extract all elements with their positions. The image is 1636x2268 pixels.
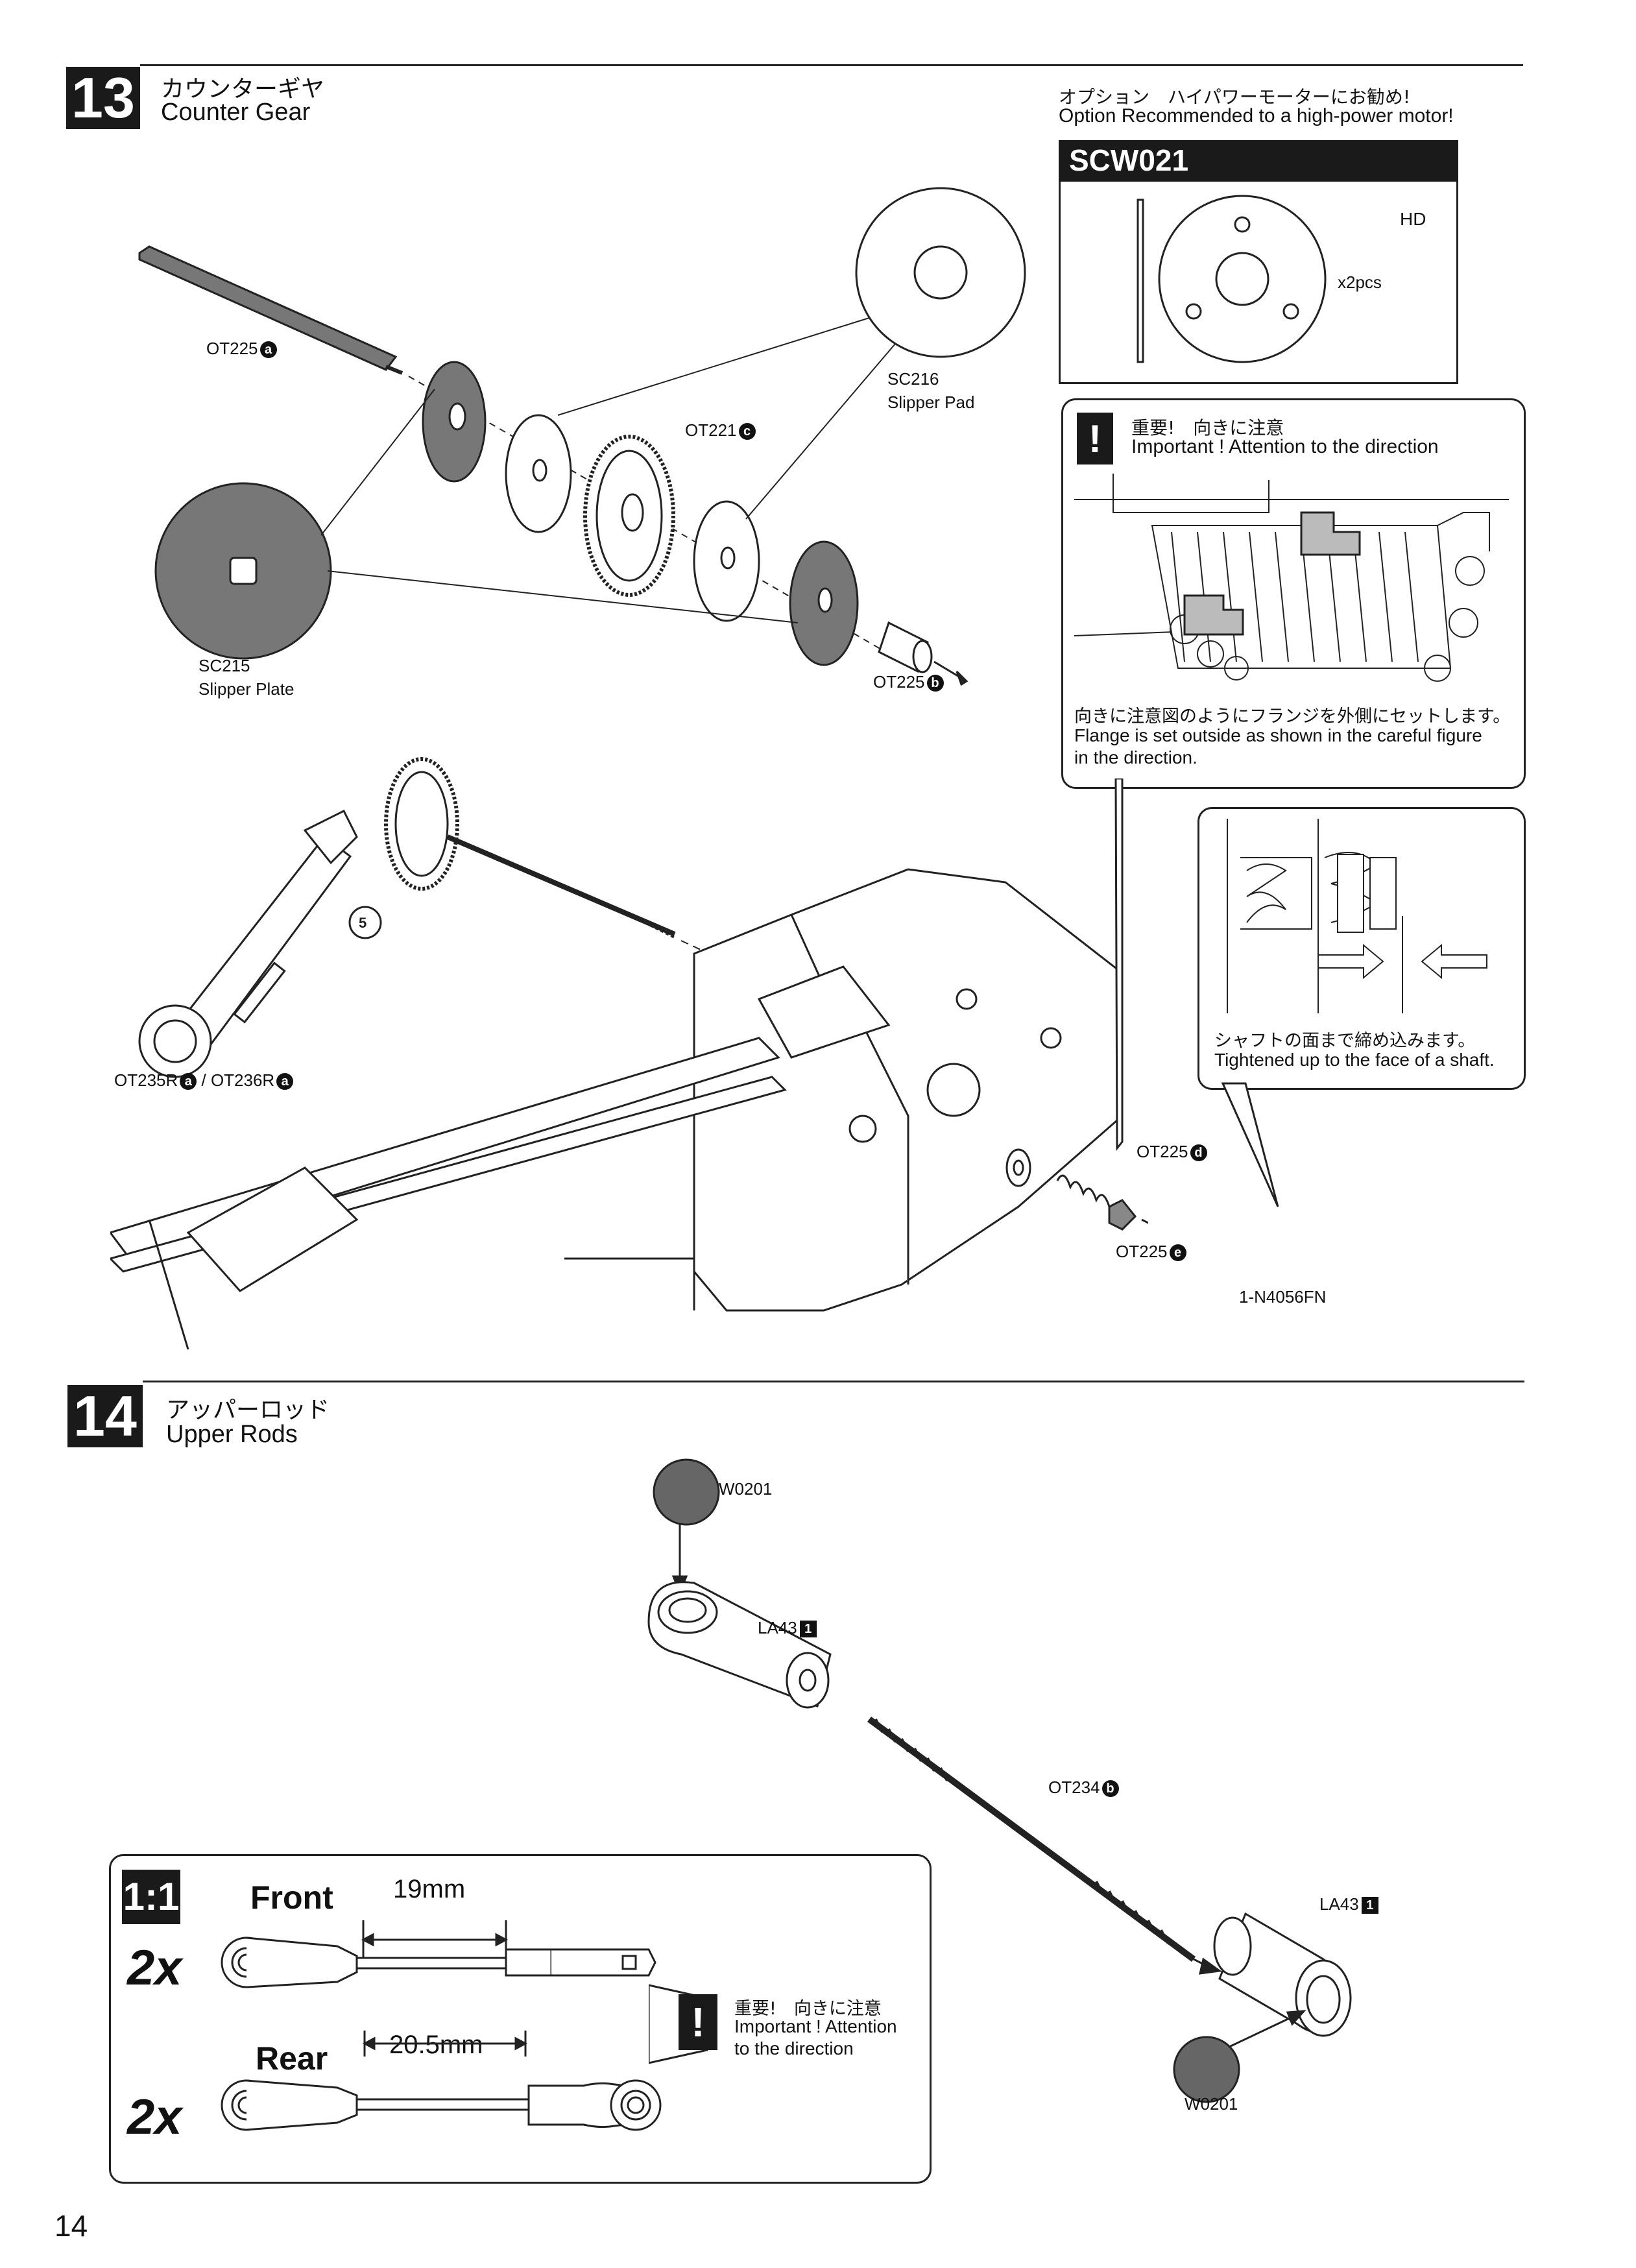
step-14-number: 14	[67, 1384, 143, 1448]
warning-note-jp: 向きに注意図のようにフランジを外側にセットします。	[1074, 706, 1511, 727]
rod-scale-drawings	[221, 1920, 662, 2131]
front-length: 19mm	[393, 1875, 466, 1903]
part-label-w0201-bottom: W0201	[1185, 2094, 1238, 2114]
option-note-jp: オプション ハイパワーモーターにお勧め!	[1059, 86, 1411, 108]
scale-warning-en-2: to the direction	[734, 2038, 854, 2058]
step-14-title-en: Upper Rods	[166, 1421, 298, 1448]
callout-pointers	[1114, 778, 1279, 1207]
option-note-en: Option Recommended to a high-power motor…	[1059, 105, 1454, 127]
option-plate-drawing	[1137, 195, 1327, 363]
step-14-title-jp: アッパーロッド	[166, 1397, 330, 1423]
warning-flange-illustration	[1074, 474, 1509, 682]
wrench-size-text: 5	[359, 915, 367, 931]
scale-warning-en-1: Important ! Attention	[734, 2016, 897, 2036]
front-qty: 2x	[127, 1940, 182, 1996]
rear-length: 20.5mm	[389, 2031, 483, 2059]
counter-gear-exploded-diagram	[138, 187, 1026, 686]
tighten-nut-illustration	[1227, 819, 1487, 1013]
option-code: SCW021	[1069, 143, 1189, 177]
warning-icon: !	[1077, 413, 1113, 464]
upper-rod-exploded-diagram	[647, 1458, 1352, 2103]
scale-warning-icon: !	[679, 1994, 717, 2050]
step-14-rule	[143, 1381, 1524, 1382]
part-label-nut: 1-N4056FN	[1239, 1287, 1327, 1307]
tighten-note-jp: シャフトの面まで締め込みます。	[1214, 1031, 1476, 1051]
step-13-rule	[140, 64, 1523, 66]
option-qty: x2pcs	[1338, 272, 1382, 292]
front-label: Front	[250, 1879, 333, 1916]
step-13-title-en: Counter Gear	[161, 99, 311, 126]
option-hd: HD	[1400, 209, 1426, 229]
part-label-w0201-top: W0201	[719, 1479, 773, 1499]
rear-qty: 2x	[127, 2090, 182, 2145]
page-number: 14	[54, 2209, 88, 2243]
step-13-title-jp: カウンターギヤ	[161, 76, 325, 103]
step-13-number: 13	[66, 66, 140, 130]
option-code-bar	[1059, 140, 1458, 182]
chassis-assembly-diagram: 5	[110, 757, 1148, 1350]
warning-title-jp: 重要! 向きに注意	[1131, 417, 1284, 439]
rear-label: Rear	[256, 2040, 328, 2077]
scale-ratio-badge: 1:1	[122, 1870, 180, 1924]
warning-title-en: Important ! Attention to the direction	[1131, 436, 1439, 457]
scale-warning-jp: 重要! 向きに注意	[734, 1999, 882, 2019]
tighten-note-en: Tightened up to the face of a shaft.	[1214, 1050, 1495, 1070]
warning-note-en-2: in the direction.	[1074, 747, 1197, 767]
warning-note-en-1: Flange is set outside as shown in the ca…	[1074, 725, 1482, 745]
